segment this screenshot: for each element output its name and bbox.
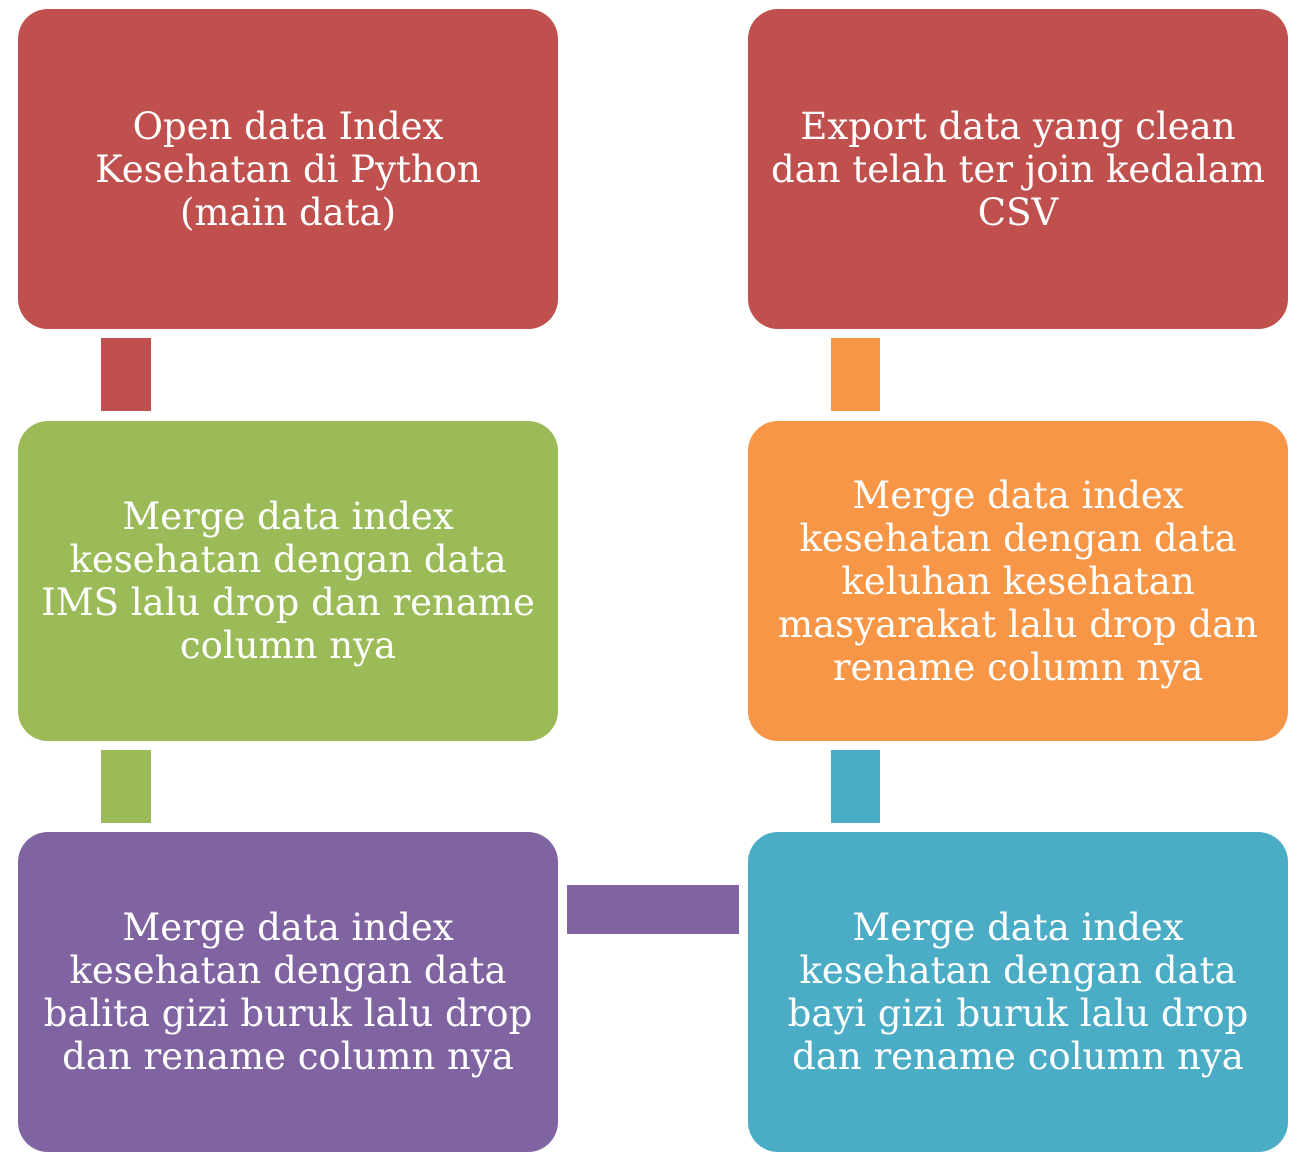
step-2-label: Merge data index kesehatan dengan data I… bbox=[41, 495, 535, 667]
connector-step1-step2 bbox=[101, 338, 151, 411]
connector-step4-step5 bbox=[831, 750, 880, 823]
connector-step2-step3 bbox=[101, 750, 151, 823]
connector-step3-step4 bbox=[567, 885, 739, 934]
step-2-merge-ims: Merge data index kesehatan dengan data I… bbox=[18, 421, 558, 741]
connector-step5-step6 bbox=[831, 338, 880, 411]
step-5-merge-keluhan: Merge data index kesehatan dengan data k… bbox=[748, 421, 1288, 741]
step-1-label: Open data Index Kesehatan di Python (mai… bbox=[95, 104, 481, 234]
step-4-merge-bayi: Merge data index kesehatan dengan data b… bbox=[748, 832, 1288, 1152]
step-5-label: Merge data index kesehatan dengan data k… bbox=[778, 473, 1258, 689]
step-6-export-csv: Export data yang clean dan telah ter joi… bbox=[748, 9, 1288, 329]
step-4-label: Merge data index kesehatan dengan data b… bbox=[787, 906, 1249, 1078]
step-1-open-data: Open data Index Kesehatan di Python (mai… bbox=[18, 9, 558, 329]
step-6-label: Export data yang clean dan telah ter joi… bbox=[770, 104, 1265, 234]
step-3-label: Merge data index kesehatan dengan data b… bbox=[43, 906, 533, 1078]
step-3-merge-balita: Merge data index kesehatan dengan data b… bbox=[18, 832, 558, 1152]
